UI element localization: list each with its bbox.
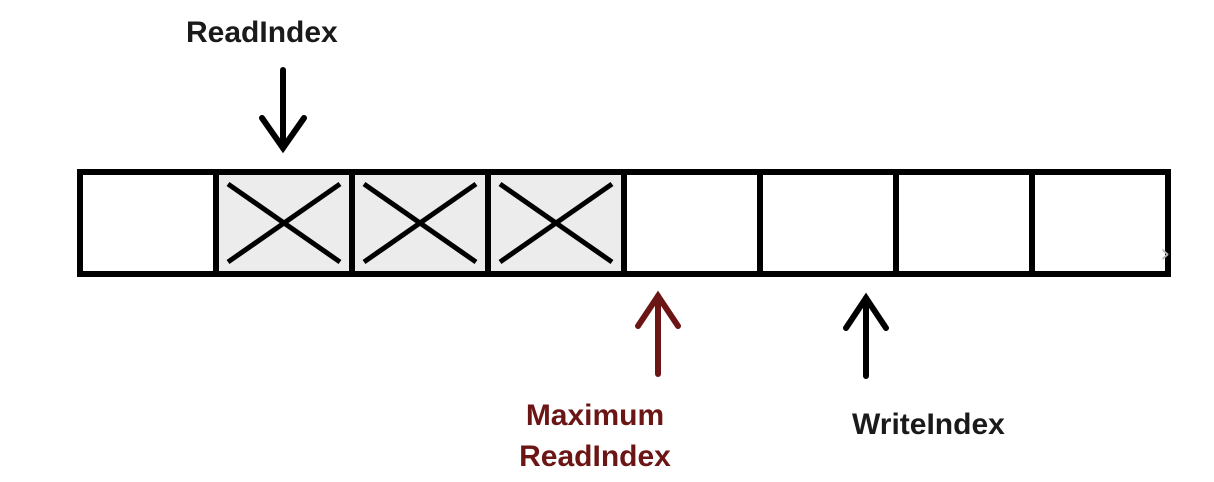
write-index-label: WriteIndex [852, 408, 1005, 441]
edge-mark: › [1160, 239, 1170, 269]
cell-cross-line-b [226, 181, 342, 265]
read-index-label: ReadIndex [186, 16, 338, 49]
max-read-index-label-line2: ReadIndex [519, 440, 671, 473]
buffer-cell-7 [1029, 169, 1171, 277]
cell-cross-line-b [362, 181, 478, 265]
buffer-cell-5 [757, 169, 899, 277]
cell-cross-line-b [498, 181, 614, 265]
read-index-arrow [259, 67, 307, 154]
buffer-cell-6 [893, 169, 1035, 277]
buffer-cell-0 [77, 169, 219, 277]
max-read-index-label-line1: Maximum [526, 399, 664, 432]
buffer-cell-4 [621, 169, 763, 277]
write-index-arrow [843, 292, 889, 379]
buffer-cells [77, 169, 1171, 277]
max-read-index-arrow [635, 290, 681, 377]
